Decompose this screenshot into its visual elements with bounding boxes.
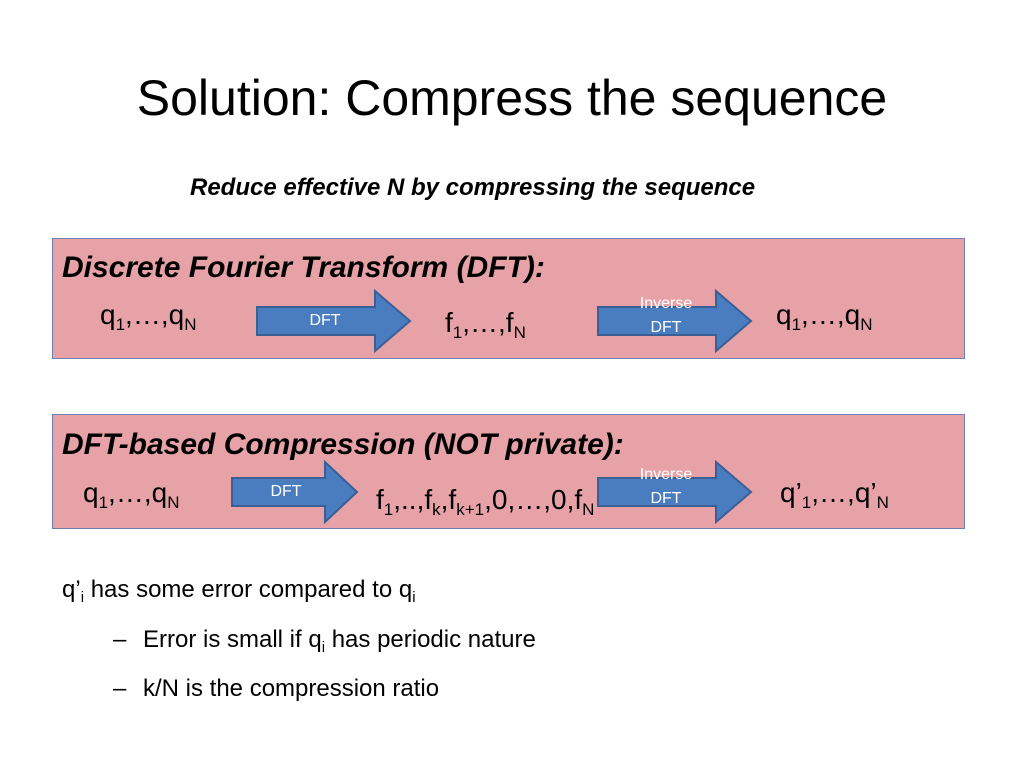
dft-arrow-label: DFT [309,312,341,329]
right-arrow-icon [597,460,753,524]
compression-dft-arrow-label: DFT [270,483,302,500]
dft-input-sequence: q1,…,qN [100,299,197,334]
dft-frequency-sequence: f1,…,fN [445,307,526,342]
inverse-dft-arrow: Inverse DFT [596,289,754,353]
sub-bullet-ratio: –k/N is the compression ratio [113,675,440,702]
bullet-error: q’i has some error compared to qi [62,576,416,606]
dft-output-sequence: q1,…,qN [776,299,873,334]
compression-input-sequence: q1,…,qN [83,477,180,512]
right-arrow-icon [231,460,359,524]
compression-box-heading: DFT-based Compression (NOT private): [62,428,624,461]
dft-box-heading: Discrete Fourier Transform (DFT): [62,251,545,284]
compressed-frequency-sequence: f1,..,fk,fk+1,0,…,0,fN [376,484,595,519]
right-arrow-icon [256,289,412,353]
dft-box [52,238,965,359]
compression-output-sequence: q’1,…,q’N [780,477,889,512]
compression-inverse-dft-arrow-label: Inverse DFT [639,466,693,507]
inverse-dft-arrow-label: Inverse DFT [639,295,693,336]
compression-box [52,414,965,529]
slide-title: Solution: Compress the sequence [136,70,888,126]
compression-inverse-dft-arrow: Inverse DFT [596,460,754,524]
slide-subtitle: Reduce effective N by compressing the se… [190,174,756,201]
compression-dft-arrow: DFT [230,460,360,524]
dft-arrow: DFT [255,289,413,353]
right-arrow-icon [597,289,753,353]
sub-bullet-periodic: –Error is small if qi has periodic natur… [113,626,536,656]
